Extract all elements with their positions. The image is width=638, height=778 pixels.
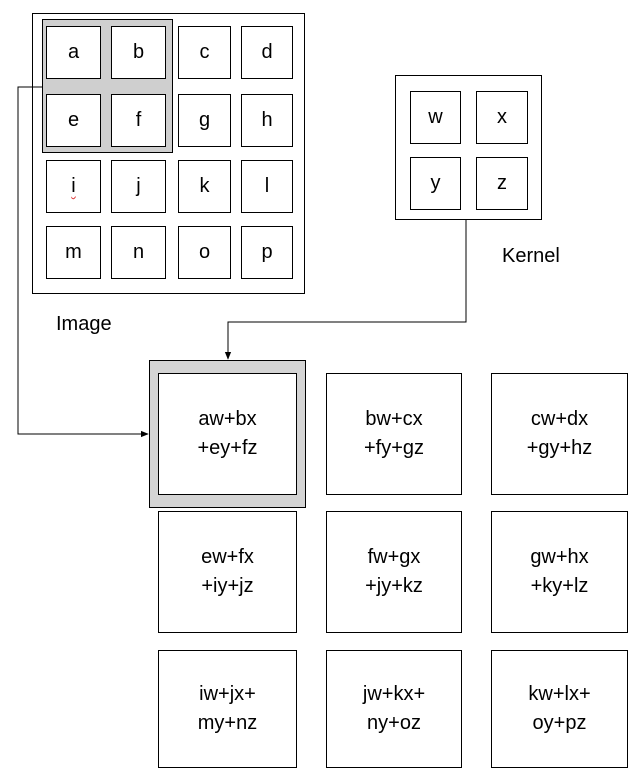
output-cell-2: cw+dx +gy+hz — [491, 373, 628, 495]
output-cell-3-line1: ew+fx — [201, 546, 254, 568]
output-cell-1-line1: bw+cx — [365, 408, 423, 430]
image-cell-h: h — [241, 94, 293, 147]
output-cell-7: jw+kx+ ny+oz — [326, 650, 462, 768]
output-cell-6: iw+jx+ my+nz — [158, 650, 297, 768]
output-cell-6-line1: iw+jx+ — [199, 683, 256, 705]
kernel-cell-x: x — [476, 91, 528, 144]
output-cell-5-line2: +ky+lz — [530, 575, 589, 597]
output-cell-3-line2: +iy+jz — [201, 575, 254, 597]
output-cell-8-line1: kw+lx+ — [528, 683, 591, 705]
kernel-label: Kernel — [502, 245, 560, 267]
image-cell-d: d — [241, 26, 293, 79]
image-cell-j: j — [111, 160, 166, 213]
kernel-cell-z: z — [476, 157, 528, 210]
image-cell-i-text: i — [71, 175, 76, 197]
output-cell-0: aw+bx +ey+fz — [158, 373, 297, 495]
output-cell-8-line2: oy+pz — [532, 712, 587, 734]
image-cell-e: e — [46, 94, 101, 147]
output-cell-0-line2: +ey+fz — [197, 437, 258, 459]
image-cell-m: m — [46, 226, 101, 279]
output-cell-0-line1: aw+bx — [198, 408, 257, 430]
image-to-output-arrow — [17, 86, 149, 438]
output-cell-3: ew+fx +iy+jz — [158, 511, 297, 633]
output-cell-4-line2: +jy+kz — [365, 575, 423, 597]
output-cell-8: kw+lx+ oy+pz — [491, 650, 628, 768]
image-cell-a: a — [46, 26, 101, 79]
image-cell-i: i — [46, 160, 101, 213]
image-cell-c: c — [178, 26, 231, 79]
output-cell-1-line2: +fy+gz — [363, 437, 425, 459]
image-cell-g: g — [178, 94, 231, 147]
output-cell-7-line2: ny+oz — [367, 712, 421, 734]
kernel-cell-y: y — [410, 157, 461, 210]
image-label: Image — [56, 313, 112, 335]
output-cell-2-line2: +gy+hz — [526, 437, 593, 459]
image-cell-o: o — [178, 226, 231, 279]
output-cell-2-line1: cw+dx — [530, 408, 589, 430]
image-cell-f: f — [111, 94, 166, 147]
kernel-cell-w: w — [410, 91, 461, 144]
output-cell-4: fw+gx +jy+kz — [326, 511, 462, 633]
image-cell-n: n — [111, 226, 166, 279]
image-cell-b: b — [111, 26, 166, 79]
image-cell-p: p — [241, 226, 293, 279]
image-cell-l: l — [241, 160, 293, 213]
output-cell-5: gw+hx +ky+lz — [491, 511, 628, 633]
kernel-to-output-arrow — [224, 220, 467, 360]
output-cell-6-line2: my+nz — [197, 712, 258, 734]
output-cell-1: bw+cx +fy+gz — [326, 373, 462, 495]
output-cell-5-line1: gw+hx — [530, 546, 589, 568]
image-cell-k: k — [178, 160, 231, 213]
output-cell-4-line1: fw+gx — [367, 546, 421, 568]
output-cell-7-line1: jw+kx+ — [362, 683, 426, 705]
